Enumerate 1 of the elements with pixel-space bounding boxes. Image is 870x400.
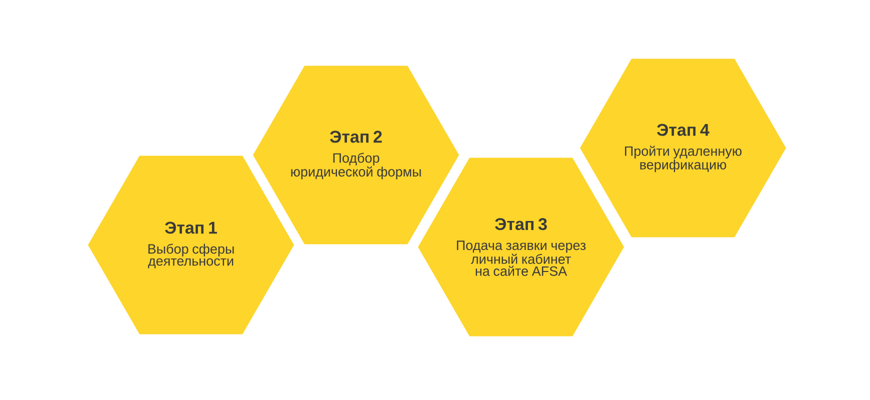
hexagon: Этап 4 Пройти удаленную верификацию	[580, 58, 786, 238]
